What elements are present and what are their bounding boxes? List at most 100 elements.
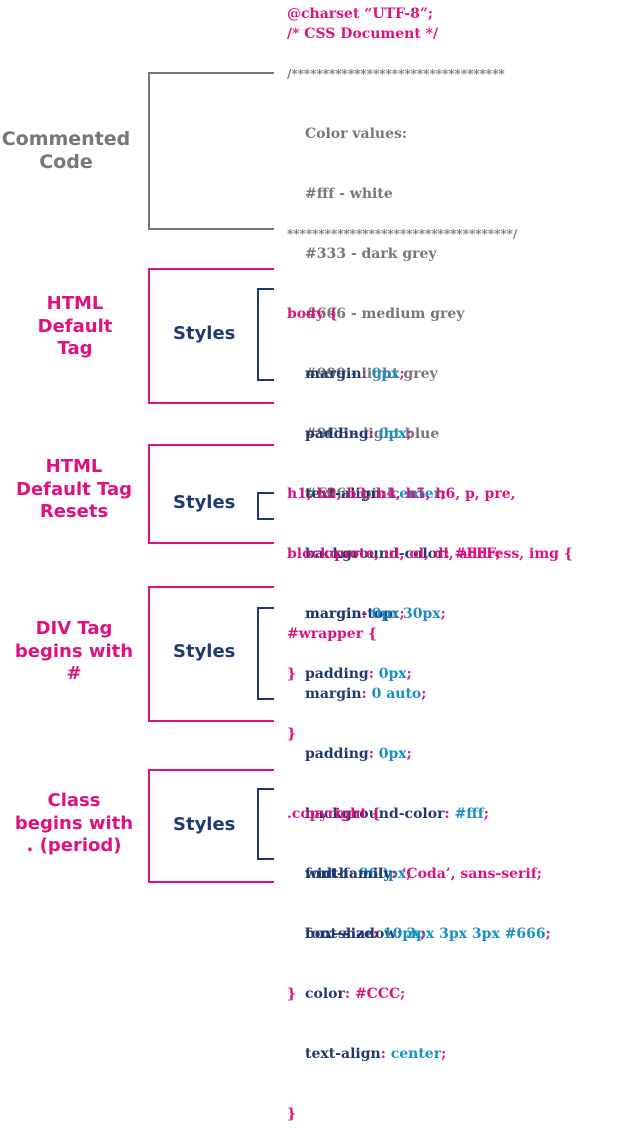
semicolon: ;: [440, 606, 446, 622]
selector: .copyright {: [287, 806, 381, 822]
label-line: Commented: [1, 128, 131, 150]
property-value: 0px: [371, 366, 400, 382]
property-value: 0px: [378, 746, 407, 762]
property-name: background-color: [305, 806, 445, 822]
semicolon: ;: [441, 1046, 447, 1062]
section-bracket: [148, 769, 274, 883]
property-name: margin-top: [305, 606, 393, 622]
css-property: padding: 0px;: [287, 424, 501, 444]
colon: :: [368, 746, 379, 762]
css-property: text-align: center;: [287, 484, 501, 504]
semicolon: ;: [406, 746, 412, 762]
property-value: 10px: [382, 926, 421, 942]
styles-label: Styles: [173, 492, 236, 513]
css-property: text-align: center;: [287, 1044, 542, 1064]
css-property: padding: 0px;: [287, 664, 573, 684]
commented-code-label: Commented Code: [0, 128, 132, 173]
property-name: margin: [305, 686, 362, 702]
property-name: text-align: [305, 486, 381, 502]
comment-bottom-line: ************************************/: [287, 227, 518, 241]
label-line: #: [66, 663, 82, 684]
styles-brace: [257, 492, 274, 520]
semicolon: ;: [536, 866, 542, 882]
styles-label: Styles: [173, 814, 236, 835]
css-property: margin: 0px;: [287, 364, 501, 384]
css-property: margin-top: 30px;: [287, 604, 501, 624]
section-bracket: [148, 586, 274, 722]
semicolon: ;: [545, 926, 551, 942]
semicolon: ;: [420, 926, 426, 942]
label-line: Default Tag: [16, 478, 132, 500]
semicolon: ;: [441, 486, 447, 502]
property-name: font-family: [305, 866, 392, 882]
colon: :: [348, 866, 359, 882]
section-bracket: [148, 268, 274, 404]
body-rule: body { margin: 0px; padding: 0px; text-a…: [287, 264, 501, 704]
html-default-tag-label: HTML Default Tag: [12, 293, 138, 361]
semicolon: ;: [406, 866, 412, 882]
comment-line: #333 - dark grey: [305, 246, 437, 262]
colon: :: [372, 926, 383, 942]
semicolon: ;: [495, 546, 501, 562]
html-default-tag-resets-label: HTML Default Tag Resets: [0, 456, 148, 524]
label-line: Default: [37, 315, 113, 337]
property-value: #CCC: [354, 986, 401, 1002]
closing-brace: }: [287, 726, 297, 742]
div-tag-label: DIV Tag begins with #: [0, 618, 148, 686]
colon: :: [361, 686, 372, 702]
css-property: font-family: ‘Coda’, sans-serif;: [287, 864, 542, 884]
property-value: 0px: [371, 606, 400, 622]
colon: :: [444, 806, 455, 822]
comment-bracket: [148, 72, 274, 230]
css-property: background-color: #FFF;: [287, 544, 501, 564]
colon: :: [344, 986, 355, 1002]
property-name: padding: [305, 666, 369, 682]
styles-label: Styles: [173, 323, 236, 344]
property-name: padding: [305, 426, 369, 442]
comment-line: #999 - light grey: [305, 366, 438, 382]
semicolon: ;: [483, 806, 489, 822]
styles-brace: [257, 607, 274, 700]
property-value: 0px: [378, 666, 407, 682]
colon: :: [444, 546, 455, 562]
colon: :: [368, 426, 379, 442]
charset-line: @charset “UTF-8”;: [287, 6, 434, 22]
label-line: begins with: [14, 812, 134, 834]
comment-line: #fff - white: [305, 186, 393, 202]
property-name: color: [305, 986, 345, 1002]
property-name: margin: [305, 606, 362, 622]
css-property: background-color: #fff;: [287, 804, 551, 824]
reset-rule: h1, h2, h3, h4, h5, h6, p, pre, blockquo…: [287, 444, 573, 764]
colon: :: [361, 606, 372, 622]
property-value: 960px: [358, 866, 407, 882]
property-name: width: [305, 866, 349, 882]
colon: :: [392, 606, 403, 622]
property-value: 0px: [378, 426, 407, 442]
property-name: padding: [305, 746, 369, 762]
property-name: text-align: [305, 1046, 381, 1062]
selector: #wrapper {: [287, 626, 377, 642]
colon: :: [361, 366, 372, 382]
semicolon: ;: [399, 606, 405, 622]
css-property: color: #CCC;: [287, 984, 542, 1004]
property-name: background-color: [305, 546, 445, 562]
styles-label: Styles: [173, 641, 236, 662]
colon: :: [380, 486, 391, 502]
property-value: ‘Coda’, sans-serif: [401, 866, 537, 882]
property-name: font-size: [305, 926, 373, 942]
property-value: center: [390, 486, 442, 502]
styles-brace: [257, 788, 274, 860]
label-line: begins with: [14, 640, 134, 662]
color-values-list: Color values: #fff - white #333 - dark g…: [305, 84, 464, 524]
css-property: padding: 0px;: [287, 744, 551, 764]
property-value: center: [390, 1046, 442, 1062]
property-value: 30px: [403, 606, 441, 622]
semicolon: ;: [406, 666, 412, 682]
class-label: Class begins with . (period): [0, 790, 148, 858]
colon: :: [380, 1046, 391, 1062]
styles-brace: [257, 288, 274, 381]
css-property: margin: 0 auto;: [287, 684, 551, 704]
label-line: HTML: [45, 456, 103, 477]
property-name: margin: [305, 366, 362, 382]
property-value: 0 auto: [371, 686, 422, 702]
